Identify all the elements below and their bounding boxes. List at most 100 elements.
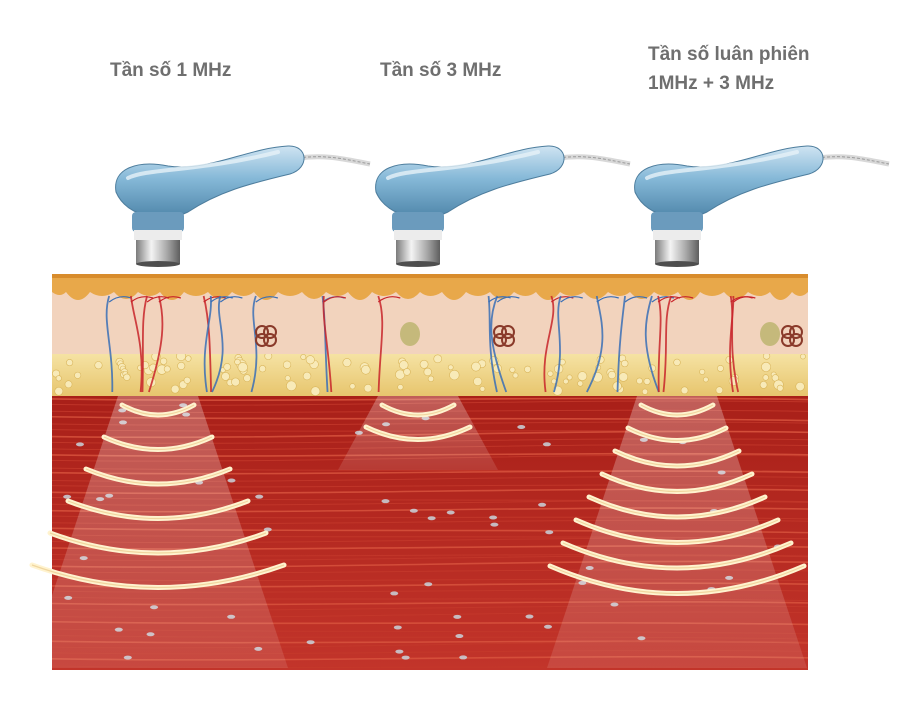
fat-globule [170, 384, 180, 394]
probe-alternating-probe [634, 145, 890, 267]
fat-globule [547, 370, 554, 377]
blood-vessel [202, 295, 212, 393]
probe-highlight [386, 150, 540, 180]
fat-globule [776, 384, 784, 392]
capillary [730, 296, 753, 303]
fat-globule [310, 386, 321, 397]
probe-1mhz-wave-edge [49, 532, 267, 554]
capillary [323, 296, 347, 303]
probe-alternating-label-line-1: Tần số luân phiên [648, 44, 810, 65]
fat-globule [221, 372, 230, 381]
fat-globule [300, 354, 307, 360]
fat-globule [607, 370, 617, 380]
fat-globule [621, 359, 629, 368]
cell-nucleus [409, 508, 418, 513]
capillary [488, 296, 511, 303]
capillary [255, 296, 279, 303]
probe-1mhz-wave-edge [121, 404, 195, 416]
capillary [670, 296, 694, 303]
blood-vessel [250, 295, 258, 393]
probe-1mhz-wave-edge [31, 564, 285, 589]
sweat-gland-coil [501, 333, 515, 347]
capillary [560, 296, 583, 303]
sweat-gland-coil [255, 333, 269, 347]
cell-nucleus [543, 624, 552, 629]
fat-globule [618, 372, 629, 382]
blood-vessel [322, 295, 333, 393]
fat-globule [159, 357, 168, 365]
blood-vessel [148, 295, 164, 393]
probe-head-face [136, 261, 180, 267]
fat-globules [52, 351, 806, 397]
probe-head-face [655, 261, 699, 267]
fat-globule [302, 371, 312, 381]
fat-globule [471, 361, 481, 372]
cell-nucleus [542, 442, 551, 447]
probe-alternating-label-line-2: 1MHz + 3 MHz [648, 73, 775, 94]
fat-globule [509, 366, 516, 373]
probe-alternating-wave-edge [601, 473, 753, 492]
probe-cable-wrap [297, 156, 371, 165]
probe-1mhz-wave-edge [103, 436, 213, 450]
ultrasound-waves [29, 402, 807, 596]
cell-nucleus [381, 499, 390, 504]
probe-highlight [126, 150, 280, 180]
fat-globule [305, 355, 315, 365]
capillary [158, 296, 182, 303]
fat-globule [577, 380, 584, 387]
fat-globule [64, 380, 73, 389]
fat-globule [473, 376, 483, 386]
blood-vessel [586, 295, 604, 393]
probe-alternating-wave-edge [549, 565, 805, 595]
blood-vessel [487, 295, 498, 393]
cell-nucleus [306, 640, 315, 645]
fat-globule [433, 354, 443, 364]
capillary [146, 296, 170, 303]
epidermis-layer [52, 274, 808, 300]
fat-globule [284, 375, 291, 382]
blood-vessel [377, 295, 384, 393]
sweat-gland-coil [263, 325, 277, 339]
probe-cable-wrap [816, 156, 890, 165]
probe-1mhz-beam [28, 396, 288, 668]
cell-nucleus [227, 478, 236, 483]
probe-alternating-wave-edge [627, 427, 727, 441]
fat-globule [419, 359, 429, 369]
probe-ring [394, 230, 442, 240]
ultrasound-probes [115, 145, 890, 267]
fat-globule [94, 361, 103, 370]
fat-globule [427, 375, 435, 382]
ultrasound-beams [28, 396, 807, 668]
fat-globule [717, 364, 724, 372]
fat-globule [512, 372, 519, 379]
sweat-gland-coil [781, 333, 795, 347]
cell-nucleus [255, 494, 264, 499]
probe-collar [392, 212, 444, 232]
probe-transducer-head [655, 240, 699, 264]
blood-vessel [203, 295, 212, 393]
cell-nucleus [489, 515, 498, 520]
cell-nucleus [75, 442, 84, 447]
fat-globule [703, 376, 709, 383]
cell-nucleus [517, 425, 526, 430]
probe-1mhz-probe [115, 145, 371, 267]
capillary [377, 296, 401, 303]
blood-vessel [130, 295, 143, 393]
cell-nucleus [63, 494, 72, 499]
probe-handle [634, 145, 824, 218]
cell-nucleus [453, 614, 462, 619]
fat-globule [479, 386, 486, 392]
fat-globule [566, 374, 573, 381]
blood-vessel [616, 295, 626, 393]
fat-globule [423, 367, 432, 377]
sweat-gland-coil [789, 333, 803, 347]
probe-3mhz-beam [338, 396, 498, 470]
probe-transducer-head [396, 240, 440, 264]
probe-alternating-wave-edge [575, 519, 779, 543]
cell-nucleus [427, 516, 436, 521]
cell-nucleus [395, 649, 404, 654]
fat-globule [185, 355, 192, 362]
fat-globule [562, 378, 569, 385]
probe-3mhz-wave-edge [365, 426, 471, 440]
